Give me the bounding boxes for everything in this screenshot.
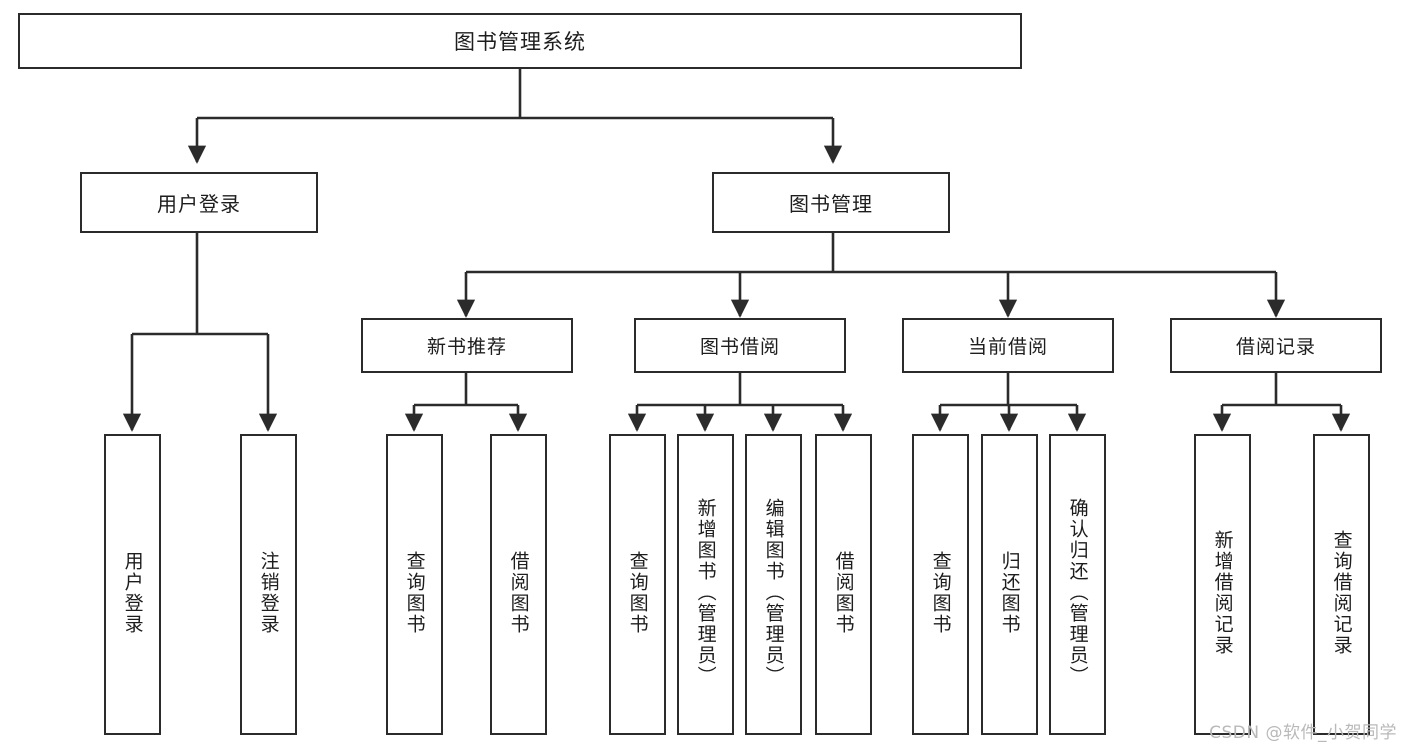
node-label: 查询借阅记录	[1330, 529, 1353, 656]
node-label: 用户登录	[121, 550, 144, 635]
leaf-borrow-add-book-admin[interactable]: 新增图书（管理员）	[677, 434, 734, 735]
leaf-borrow-query-book[interactable]: 查询图书	[609, 434, 666, 735]
leaf-borrow-edit-book-admin[interactable]: 编辑图书（管理员）	[745, 434, 802, 735]
leaf-current-confirm-return-admin[interactable]: 确认归还（管理员）	[1049, 434, 1106, 735]
node-label: 借阅记录	[1235, 336, 1316, 358]
leaf-user-login-login[interactable]: 用户登录	[104, 434, 161, 735]
node-label: 图书借阅	[699, 336, 780, 358]
node-label: 查询图书	[403, 550, 426, 635]
node-book-management[interactable]: 图书管理	[712, 172, 950, 233]
node-label: 新增借阅记录	[1211, 529, 1234, 656]
node-label: 编辑图书（管理员）	[762, 498, 785, 687]
leaf-recommend-borrow-book[interactable]: 借阅图书	[490, 434, 547, 735]
leaf-current-query-book[interactable]: 查询图书	[912, 434, 969, 735]
leaf-current-return-book[interactable]: 归还图书	[981, 434, 1038, 735]
node-label: 注销登录	[257, 550, 280, 635]
node-label: 确认归还（管理员）	[1066, 498, 1089, 687]
node-label: 借阅图书	[507, 550, 530, 635]
node-label: 查询图书	[626, 550, 649, 635]
csdn-watermark: CSDN @软件_小贺同学	[1209, 723, 1397, 743]
node-label: 查询图书	[929, 550, 952, 635]
node-label: 图书管理	[789, 192, 873, 216]
node-label: 借阅图书	[832, 550, 855, 635]
node-label: 归还图书	[998, 550, 1021, 635]
node-borrow-record[interactable]: 借阅记录	[1170, 318, 1382, 373]
leaf-record-query-record[interactable]: 查询借阅记录	[1313, 434, 1370, 735]
leaf-user-login-logout[interactable]: 注销登录	[240, 434, 297, 735]
node-label: 新书推荐	[426, 336, 507, 358]
node-label: 当前借阅	[967, 336, 1048, 358]
node-book-borrow[interactable]: 图书借阅	[634, 318, 846, 373]
leaf-recommend-query-book[interactable]: 查询图书	[386, 434, 443, 735]
node-label: 图书管理系统	[454, 30, 586, 54]
node-new-book-recommend[interactable]: 新书推荐	[361, 318, 573, 373]
leaf-record-add-record[interactable]: 新增借阅记录	[1194, 434, 1251, 735]
node-user-login[interactable]: 用户登录	[80, 172, 318, 233]
node-current-borrow[interactable]: 当前借阅	[902, 318, 1114, 373]
node-root-system[interactable]: 图书管理系统	[18, 13, 1022, 69]
node-label: 新增图书（管理员）	[694, 498, 717, 687]
node-label: 用户登录	[157, 192, 241, 216]
leaf-borrow-borrow-book[interactable]: 借阅图书	[815, 434, 872, 735]
